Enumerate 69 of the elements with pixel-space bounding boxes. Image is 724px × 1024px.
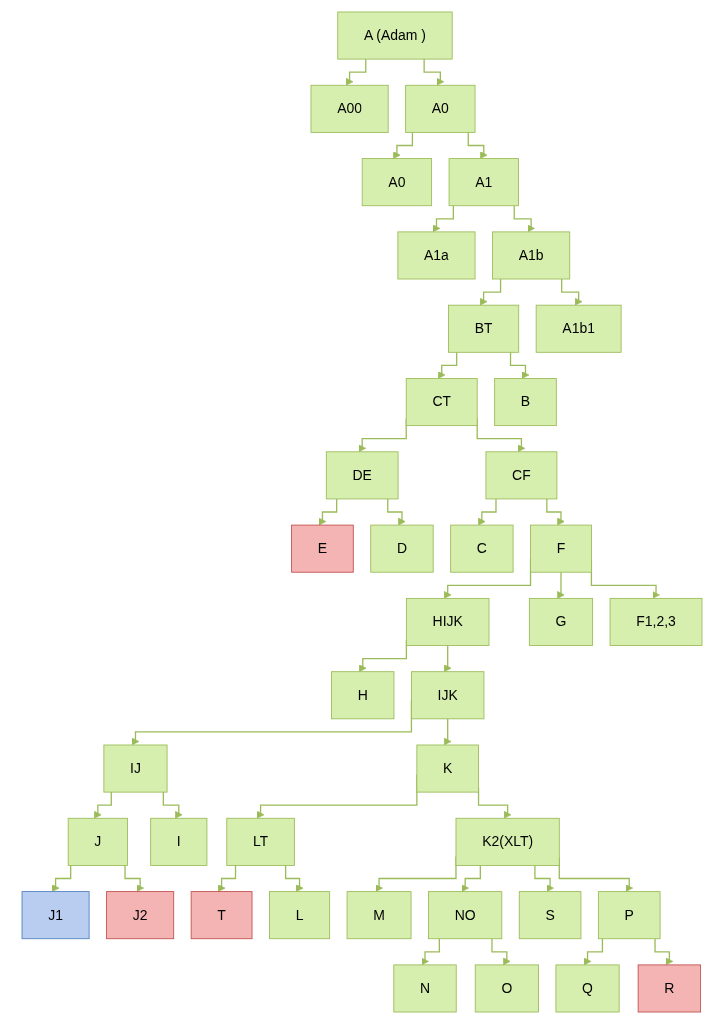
arrow (491, 938, 511, 966)
node-box: S (518, 891, 582, 940)
arrow (561, 278, 583, 306)
node-box: B (494, 378, 557, 427)
node-box: NO (428, 891, 503, 940)
node-box: A1a (397, 231, 476, 280)
node-box: A1 (448, 158, 519, 207)
arrow (124, 864, 144, 892)
node-box: T (190, 891, 253, 940)
arrow (162, 791, 183, 819)
node-box: C (450, 524, 514, 573)
arrow (509, 351, 530, 379)
arrow (443, 718, 452, 746)
arrow (479, 278, 502, 306)
arrow (546, 498, 565, 526)
arrow (393, 131, 414, 159)
node-box: J2 (106, 891, 175, 940)
node-box: F1,2,3 (609, 597, 703, 646)
arrow (478, 498, 497, 526)
arrow (318, 498, 338, 526)
node-box: BT (448, 304, 520, 353)
node-box: A0 (405, 84, 476, 133)
node-box: K (416, 744, 479, 793)
node-box: IJ (103, 744, 168, 793)
arrow (51, 864, 72, 892)
node-box: F (530, 524, 592, 573)
node-box: L (269, 891, 331, 940)
arrow (421, 938, 440, 966)
arrow (443, 644, 452, 673)
node-box: I (150, 817, 208, 866)
node-box: J (67, 817, 128, 866)
arrow (217, 864, 237, 892)
arrow (467, 131, 488, 159)
arrow (432, 205, 455, 233)
arrow (461, 864, 481, 892)
node-box: R (637, 964, 702, 1013)
node-box: O (474, 964, 539, 1013)
node-box: D (370, 524, 434, 573)
node-box: HIJK (405, 597, 490, 646)
arrow (284, 864, 304, 892)
node-box: IJK (411, 671, 485, 720)
node-box: LT (226, 817, 295, 866)
node-box: H (331, 671, 395, 720)
node-box: E (291, 524, 354, 573)
node-box: M (346, 891, 412, 940)
arrow (387, 498, 406, 526)
node-box: P (597, 891, 661, 940)
node-box: K2(XLT) (455, 817, 560, 866)
arrow (583, 938, 604, 966)
node-box: A1b (492, 231, 571, 280)
arrow (654, 938, 674, 966)
arrow (557, 571, 565, 599)
arrow (345, 58, 367, 86)
node-box: A1b1 (535, 304, 622, 353)
node-box: A00 (310, 84, 389, 133)
node-box: A0 (361, 158, 433, 207)
arrow (423, 58, 445, 86)
node-box: J1 (21, 891, 90, 940)
arrow (513, 205, 535, 233)
node-box: DE (325, 451, 399, 500)
node-box: CF (485, 451, 558, 500)
arrow (94, 791, 112, 819)
node-box: N (393, 964, 457, 1013)
node-box: CT (405, 378, 478, 427)
arrow (534, 864, 554, 892)
arrow (437, 351, 458, 379)
node-box: A (Adam ) (337, 11, 453, 60)
node-box: G (528, 597, 594, 646)
node-box: Q (555, 964, 620, 1013)
